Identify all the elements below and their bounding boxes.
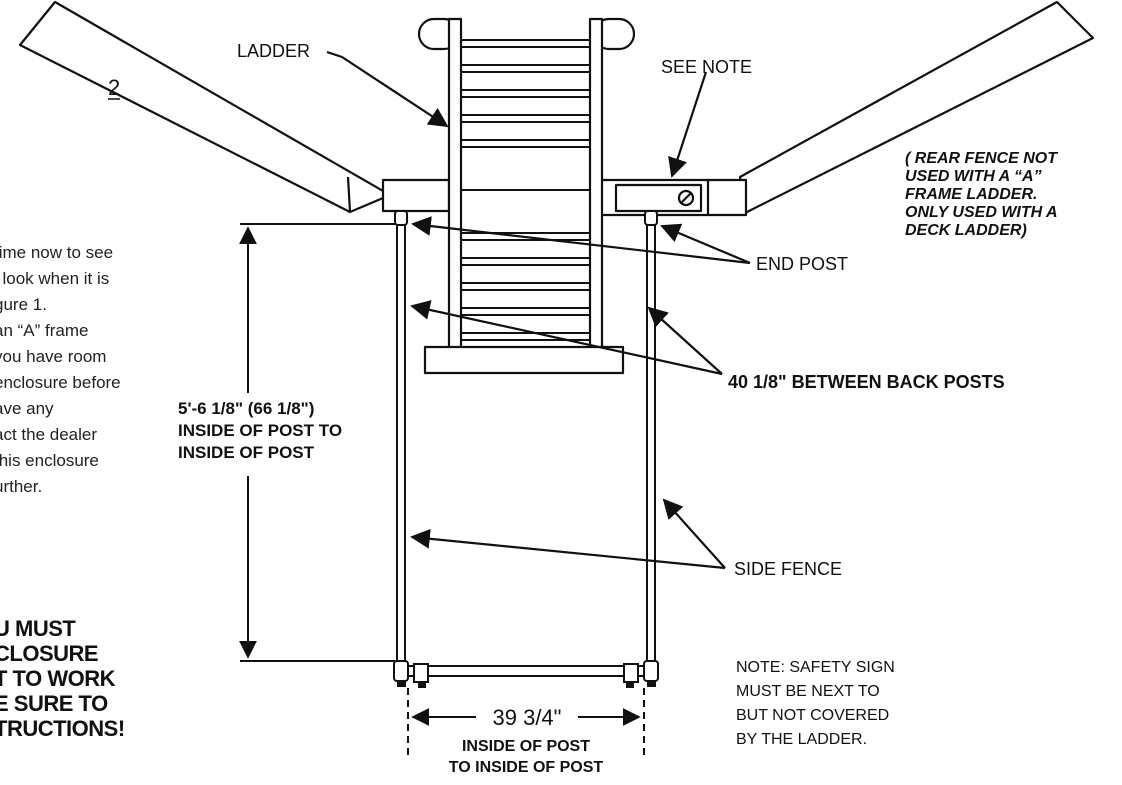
safety-sign xyxy=(614,183,703,213)
warning-line: E SURE TO xyxy=(0,691,108,716)
ladder-left-rail xyxy=(447,17,463,373)
body-line: this enclosure xyxy=(0,451,99,470)
label-between-back-posts: 40 1/8" BETWEEN BACK POSTS xyxy=(728,372,1005,392)
left-angled-rail xyxy=(18,0,392,214)
body-line: l look when it is xyxy=(0,269,110,288)
dimension-left-line: INSIDE OF POST xyxy=(178,443,315,462)
rear-fence-note-line: FRAME LADDER. xyxy=(905,186,1038,203)
dimension-left-value: 5'-6 1/8" (66 1/8") xyxy=(178,399,315,418)
safety-note-line: NOTE: SAFETY SIGN xyxy=(736,659,895,676)
right-angled-rail xyxy=(738,0,1095,215)
safety-note: NOTE: SAFETY SIGN MUST BE NEXT TO BUT NO… xyxy=(736,656,895,752)
body-line: an “A” frame xyxy=(0,321,89,340)
body-line: urther. xyxy=(0,477,43,496)
side-fence-left xyxy=(396,224,406,662)
dimension-bottom-line: TO INSIDE OF POST xyxy=(448,759,604,776)
body-line: act the dealer xyxy=(0,425,98,444)
label-side-fence: SIDE FENCE xyxy=(734,559,843,579)
body-line: gure 1. xyxy=(0,295,47,314)
safety-note-line: BUT NOT COVERED xyxy=(736,707,890,724)
label-ladder: LADDER xyxy=(237,41,311,61)
rear-rail xyxy=(407,665,645,677)
rear-fence-note-line: DECK LADDER) xyxy=(905,222,1027,239)
safety-note-line: BY THE LADDER. xyxy=(736,731,868,748)
rear-fence-note: ( REAR FENCE NOT USED WITH A “A” FRAME L… xyxy=(905,150,1058,240)
ladder-base xyxy=(423,345,625,375)
dimension-bottom-line: INSIDE OF POST xyxy=(461,738,590,755)
warning-line: U MUST xyxy=(0,616,76,641)
warning-line: T TO WORK xyxy=(0,666,115,691)
body-line: enclosure before xyxy=(0,373,121,392)
rear-fence-note-line: ( REAR FENCE NOT xyxy=(905,150,1057,167)
callout-leaders xyxy=(326,50,751,570)
end-post-right-cap xyxy=(644,210,658,226)
safety-note-line: MUST BE NEXT TO xyxy=(736,683,880,700)
body-line: time now to see xyxy=(0,243,114,262)
warning-line: TRUCTIONS! xyxy=(0,716,125,741)
ladder-rungs xyxy=(461,39,590,341)
page-number: 2 xyxy=(108,75,120,100)
dimension-lines xyxy=(239,223,645,760)
rear-fence-note-line: USED WITH A “A” xyxy=(905,168,1042,185)
body-line: you have room xyxy=(0,347,107,366)
dimension-bottom-label: INSIDE OF POST TO INSIDE OF POST xyxy=(376,736,676,778)
dimension-left-label: 5'-6 1/8" (66 1/8") INSIDE OF POST TO IN… xyxy=(178,398,342,464)
left-body-text: time now to see l look when it is gure 1… xyxy=(0,240,121,500)
warning-text: U MUST CLOSURE T TO WORK E SURE TO TRUCT… xyxy=(0,616,125,741)
body-line: ave any xyxy=(0,399,54,418)
rear-fence-note-line: ONLY USED WITH A xyxy=(905,204,1058,221)
end-post-left-cap xyxy=(394,210,408,226)
side-fence-right xyxy=(646,224,656,662)
label-see-note: SEE NOTE xyxy=(661,57,753,77)
label-end-post: END POST xyxy=(756,254,849,274)
left-top-rail xyxy=(381,178,451,213)
dimension-bottom-value: 39 3/4" xyxy=(492,705,562,730)
ladder-right-rail xyxy=(588,17,604,373)
sign-screw-icon xyxy=(677,189,695,207)
dimension-left-line: INSIDE OF POST TO xyxy=(178,421,343,440)
warning-line: CLOSURE xyxy=(0,641,99,666)
back-post-right xyxy=(643,660,659,682)
back-post-left xyxy=(393,660,409,682)
